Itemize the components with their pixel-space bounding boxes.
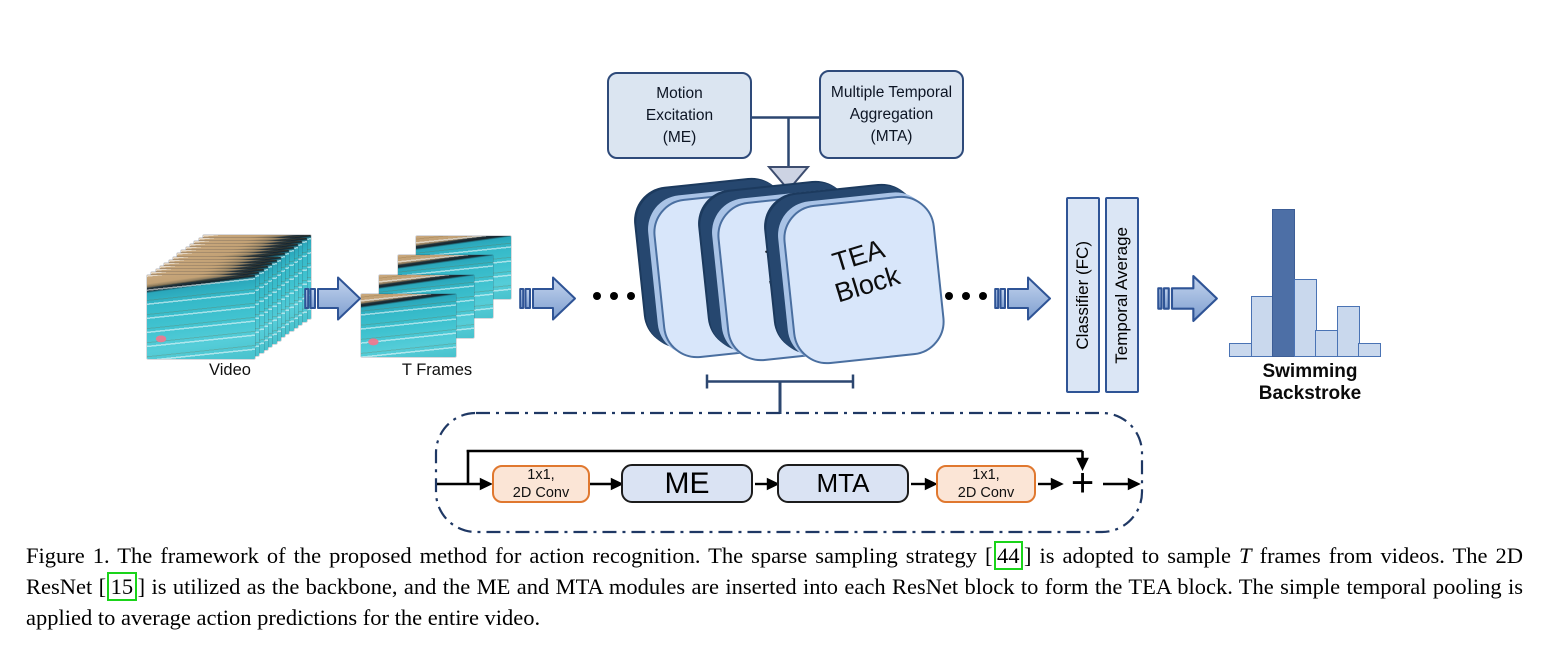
residual-add-plus: + xyxy=(1070,460,1095,505)
prediction-bar xyxy=(1229,343,1252,357)
prediction-bar-top xyxy=(1272,209,1295,357)
ellipsis-dot xyxy=(978,292,987,300)
ellipsis-dots xyxy=(940,292,991,300)
multiple-temporal-aggregation-module-box: Multiple Temporal Aggregation (MTA) xyxy=(819,70,964,159)
t-frame xyxy=(361,294,456,357)
ellipsis-dot xyxy=(609,292,618,300)
caption-text: ] is adopted to sample xyxy=(1024,543,1240,568)
classifier-fc-bar: Classifier (FC) xyxy=(1066,197,1100,393)
classifier-fc-label: Classifier (FC) xyxy=(1073,240,1092,350)
prediction-bar xyxy=(1293,279,1317,357)
ellipsis-dots xyxy=(588,292,639,300)
prediction-class-label: Swimming Backstroke xyxy=(1258,361,1362,404)
t-frames-label: T Frames xyxy=(401,361,473,379)
video-label: Video xyxy=(209,361,251,379)
ellipsis-dot xyxy=(626,292,635,300)
right-arrow-icon xyxy=(1157,274,1218,323)
right-arrow-icon xyxy=(994,276,1051,321)
video-frame xyxy=(147,275,255,359)
prediction-histogram xyxy=(1229,209,1399,357)
module-connector-line xyxy=(752,116,819,167)
video-frame-stack xyxy=(147,235,313,361)
caption-text: frames from videos. The 2D ResNet [ xyxy=(26,543,1523,599)
ellipsis-dot xyxy=(961,292,970,300)
caption-text: Figure 1. The framework of the proposed … xyxy=(26,543,993,568)
citation-ref[interactable]: 44 xyxy=(993,541,1024,570)
right-arrow-icon xyxy=(519,276,576,321)
math-symbol: T xyxy=(1239,543,1252,568)
tea-block: TEA Block xyxy=(780,192,948,368)
figure-caption: Figure 1. The framework of the proposed … xyxy=(26,541,1523,633)
mta-flow-box: MTA xyxy=(777,464,909,503)
caption-text: ] is utilized as the backbone, and the M… xyxy=(26,573,1523,630)
t-frames-stack xyxy=(361,236,513,358)
insert-down-arrow-icon xyxy=(766,166,811,192)
right-arrow-icon xyxy=(304,276,361,321)
conv-out-box: 1x1, 2D Conv xyxy=(936,465,1036,503)
tea-block-label: TEA Block xyxy=(829,233,904,309)
prediction-bar xyxy=(1315,330,1338,357)
temporal-average-bar: Temporal Average xyxy=(1105,197,1139,393)
ellipsis-dot xyxy=(944,292,953,300)
conv-in-box: 1x1, 2D Conv xyxy=(492,465,590,503)
prediction-bar xyxy=(1358,343,1381,357)
prediction-bar xyxy=(1250,296,1274,357)
me-flow-box: ME xyxy=(621,464,753,503)
citation-ref[interactable]: 15 xyxy=(107,571,137,601)
ellipsis-dot xyxy=(592,292,601,300)
prediction-bar xyxy=(1336,306,1360,357)
motion-excitation-module-box: Motion Excitation (ME) xyxy=(607,72,752,159)
temporal-average-label: Temporal Average xyxy=(1112,226,1131,364)
tea-block-cluster: TEA BlockTEA BlockTEA Block xyxy=(646,186,956,388)
